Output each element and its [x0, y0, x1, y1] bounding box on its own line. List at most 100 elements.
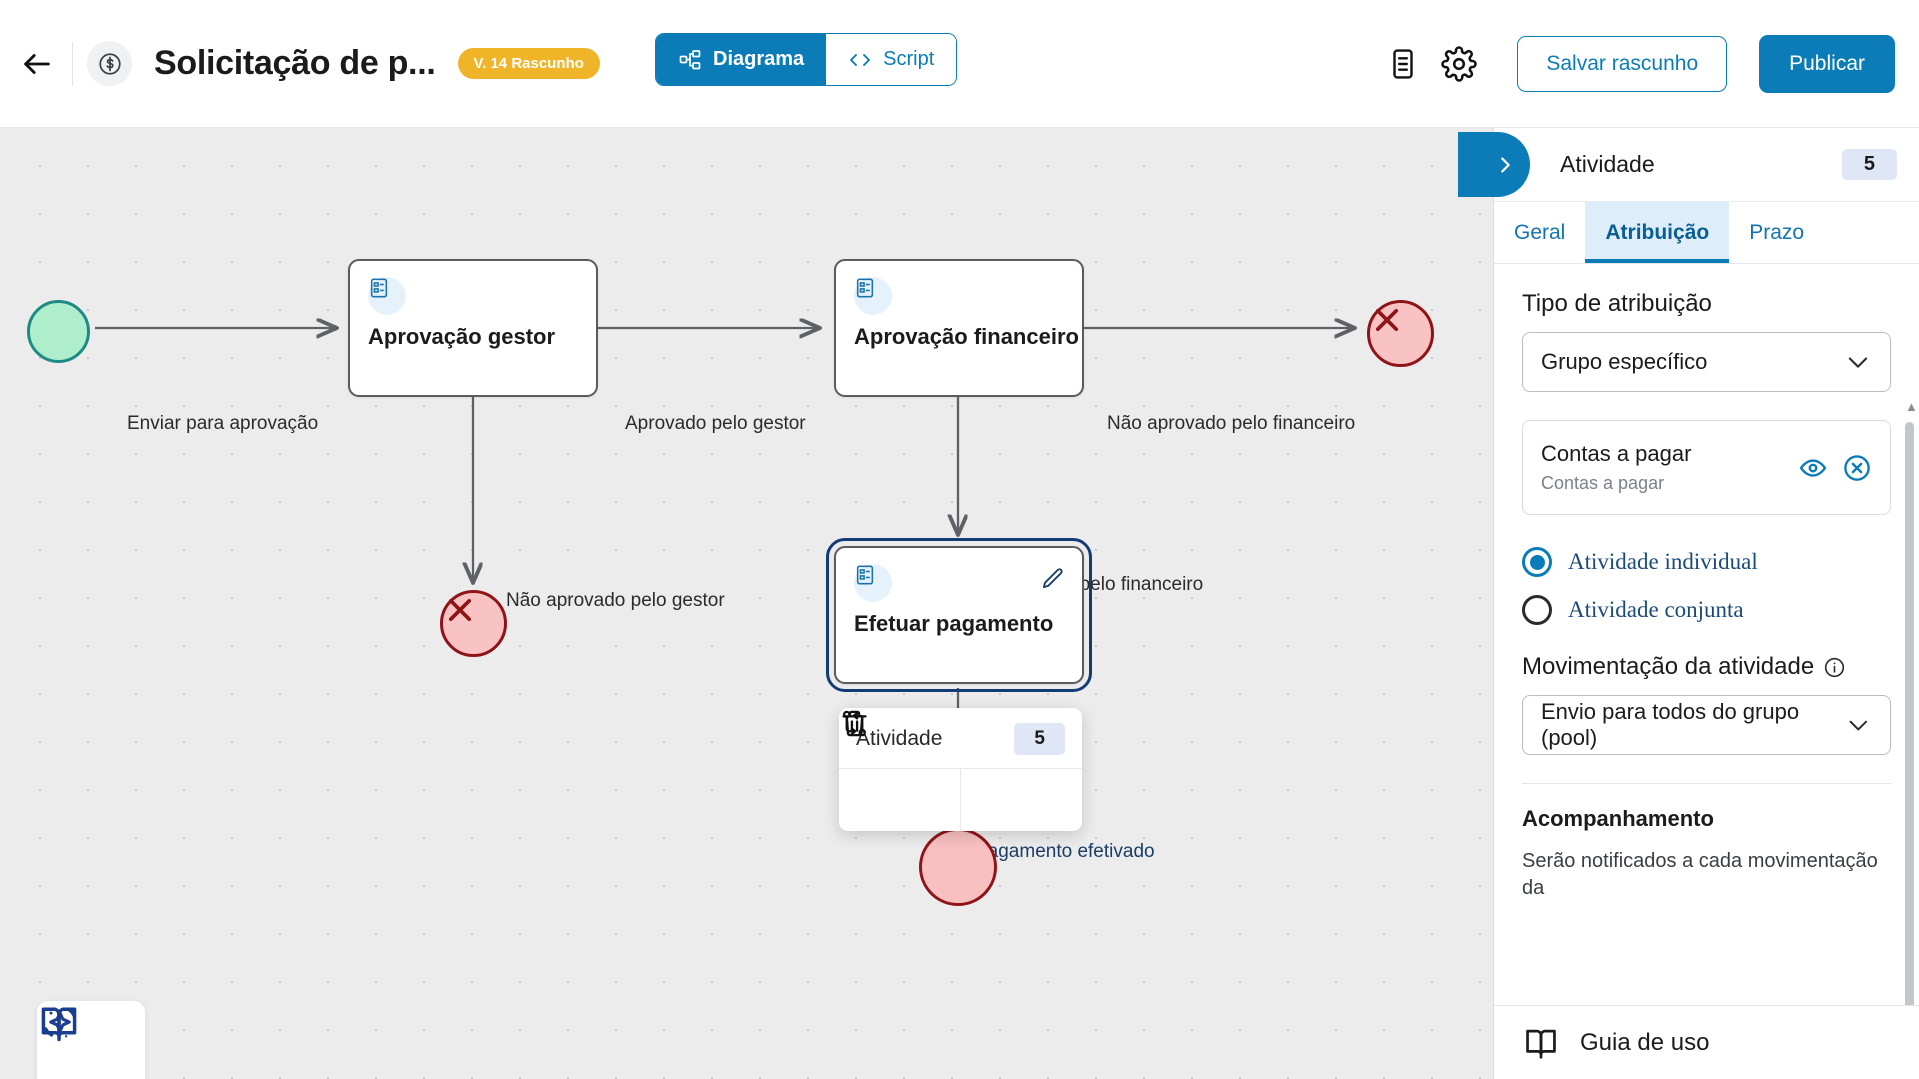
eye-icon [1799, 458, 1827, 477]
context-menu-badge: 5 [1014, 723, 1065, 755]
context-menu-actions [839, 710, 1082, 831]
close-x-icon [448, 598, 472, 622]
properties-sidebar: Atividade 5 Geral Atribuição Prazo Tipo … [1458, 128, 1919, 1079]
context-menu-header: Atividade 5 [839, 708, 1082, 769]
chevron-down-icon [1848, 357, 1868, 368]
view-group-button[interactable] [1798, 453, 1828, 483]
assignment-type-label: Tipo de atribuição [1522, 290, 1712, 317]
sidebar-scrollbar[interactable]: ▲ ▼ [1905, 399, 1918, 1005]
activity-node-efetuar-pagamento[interactable]: Efetuar pagamento [826, 538, 1092, 692]
sidebar-tabs: Geral Atribuição Prazo [1494, 202, 1919, 264]
guide-footer-label: Guia de uso [1580, 1028, 1710, 1056]
code-icon [850, 53, 871, 66]
sidebar-title: Atividade [1560, 151, 1655, 177]
document-icon [1393, 49, 1414, 79]
section-divider [1522, 783, 1891, 784]
edge-label: Não aprovado pelo financeiro [1107, 413, 1356, 434]
tab-script-label: Script [883, 48, 935, 70]
close-x-icon [1375, 308, 1399, 332]
tab-script[interactable]: Script [826, 34, 957, 85]
form-task-icon [854, 277, 892, 315]
save-draft-button[interactable]: Salvar rascunho [1517, 36, 1728, 92]
mode-switch: Diagrama Script [655, 33, 958, 86]
end-cancel-node[interactable] [440, 590, 507, 657]
arrow-left-icon [24, 53, 50, 74]
gear-icon [1441, 46, 1478, 82]
trash-icon [842, 710, 867, 737]
chevron-down-icon [1849, 720, 1868, 731]
header-divider [72, 41, 73, 86]
radio-atividade-individual[interactable]: Atividade individual [1522, 547, 1891, 577]
radio-dot [1529, 554, 1545, 570]
assignment-type-select[interactable]: Grupo específico [1522, 332, 1891, 392]
guide-footer-button[interactable]: Guia de uso [1494, 1005, 1919, 1079]
chevron-right-icon [1501, 156, 1510, 173]
scrollbar-thumb[interactable] [1905, 422, 1914, 1005]
sidebar-content: Tipo de atribuição Grupo específico Cont… [1494, 264, 1919, 1005]
app-header: Solicitação de p... V. 14 Rascunho Diagr… [0, 0, 1919, 128]
edge-label: Pagamento efetivado [975, 841, 1155, 862]
movement-label: Movimentação da atividade [1522, 653, 1891, 681]
publish-button[interactable]: Publicar [1759, 35, 1895, 93]
book-guide-icon [1526, 1029, 1556, 1059]
assigned-group-texts: Contas a pagar Contas a pagar [1541, 441, 1691, 494]
start-event-node[interactable] [27, 300, 90, 363]
activity-node-aprovacao-gestor[interactable]: Aprovação gestor [348, 259, 598, 397]
node-title: Aprovação gestor [368, 324, 556, 349]
tracking-title: Acompanhamento [1522, 806, 1714, 831]
assigned-group-name: Contas a pagar [1541, 441, 1692, 466]
document-button[interactable] [1375, 36, 1431, 92]
radio-indicator [1522, 595, 1552, 625]
node-title: Efetuar pagamento [854, 611, 1054, 636]
assigned-group-card: Contas a pagar Contas a pagar [1522, 420, 1891, 515]
form-task-icon [854, 564, 892, 602]
form-task-icon [368, 277, 406, 315]
close-circle-icon [1844, 454, 1870, 481]
book-guide-icon [41, 1007, 77, 1042]
scroll-up-arrow[interactable]: ▲ [1905, 399, 1918, 414]
pencil-icon [1042, 568, 1063, 589]
process-avatar [87, 41, 132, 86]
assigned-group-actions [1798, 453, 1872, 483]
remove-group-button[interactable] [1842, 453, 1872, 483]
tab-geral[interactable]: Geral [1494, 202, 1586, 263]
movement-value: Envio para todos do grupo (pool) [1541, 699, 1800, 750]
radio-label: Atividade individual [1568, 549, 1758, 574]
delete-node-button[interactable] [842, 710, 1082, 831]
tab-diagrama-label: Diagrama [713, 48, 805, 70]
diagram-icon [679, 49, 701, 69]
add-connection-button[interactable] [839, 710, 960, 831]
edit-node-button[interactable] [1040, 566, 1066, 592]
canvas-tools-panel [36, 1000, 146, 1079]
diagram-connectors [95, 128, 1493, 828]
end-event-node[interactable] [919, 828, 997, 906]
tab-atribuicao[interactable]: Atribuição [1585, 202, 1730, 263]
movement-label-text: Movimentação da atividade [1522, 653, 1815, 680]
end-cancel-node[interactable] [1367, 300, 1434, 367]
tracking-text: Serão notificados a cada movimentação da [1522, 850, 1878, 899]
radio-atividade-conjunta[interactable]: Atividade conjunta [1522, 595, 1891, 625]
tab-diagrama[interactable]: Diagrama [656, 34, 827, 85]
assigned-group-subtitle: Contas a pagar [1541, 473, 1665, 493]
version-badge: V. 14 Rascunho [457, 48, 600, 79]
tab-prazo[interactable]: Prazo [1729, 202, 1825, 263]
node-title: Aprovação financeiro [854, 324, 1079, 349]
settings-button[interactable] [1431, 36, 1487, 92]
radio-indicator [1522, 547, 1552, 577]
node-context-menu: Atividade 5 [839, 708, 1082, 831]
info-icon[interactable] [1823, 656, 1846, 679]
money-circle-icon [98, 52, 121, 75]
activity-node-aprovacao-financeiro[interactable]: Aprovação financeiro [834, 259, 1084, 397]
sidebar-header: Atividade 5 [1458, 128, 1919, 202]
diagram-canvas[interactable]: Enviar para aprovação Aprovado pelo gest… [0, 128, 1493, 1079]
collapse-sidebar-button[interactable] [1458, 132, 1530, 197]
movement-select[interactable]: Envio para todos do grupo (pool) [1522, 695, 1891, 755]
sidebar-count-badge: 5 [1841, 149, 1897, 180]
page-title: Solicitação de p... [154, 44, 436, 82]
edge-label: Não aprovado pelo gestor [506, 590, 725, 611]
context-menu-title: Atividade [856, 727, 943, 750]
edge-label: Enviar para aprovação [127, 413, 319, 434]
header-actions: Salvar rascunho Publicar [1375, 0, 1895, 128]
back-button[interactable] [10, 37, 64, 91]
